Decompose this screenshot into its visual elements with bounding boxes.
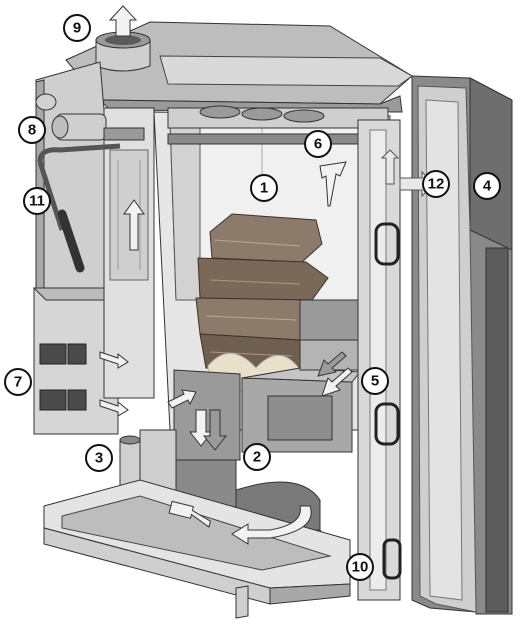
gas-flow-arrows: [99, 149, 435, 545]
exhaust-arrow: [108, 5, 138, 37]
callout-4: 4: [473, 172, 501, 200]
svg-text:3: 3: [95, 450, 103, 467]
svg-text:11: 11: [29, 193, 45, 210]
boiler-base: [43, 479, 351, 619]
front-door: [411, 75, 513, 615]
callout-3: 3: [85, 444, 113, 472]
svg-text:1: 1: [260, 180, 268, 197]
callout-11: 11: [23, 187, 51, 215]
flow-arrow-bottom: [168, 500, 211, 528]
flow-arrow-door: [380, 149, 400, 185]
flue-gas-arrow-up: [123, 199, 145, 251]
callout-7: 7: [4, 368, 32, 396]
svg-text:6: 6: [314, 136, 322, 153]
svg-text:12: 12: [428, 176, 445, 193]
svg-text:2: 2: [253, 449, 261, 466]
air-arrow-lower: [99, 399, 129, 417]
boiler-right-frame: [357, 119, 402, 601]
svg-text:8: 8: [28, 122, 36, 139]
svg-text:5: 5: [371, 373, 379, 390]
cleaning-lever: [37, 143, 121, 273]
flow-arrow-curved: [231, 505, 312, 545]
flow-arrow-down-b: [202, 409, 228, 451]
callout-10: 10: [346, 553, 374, 581]
flue-outlet: [95, 5, 151, 72]
callout-6: 6: [304, 130, 332, 158]
svg-text:9: 9: [73, 20, 81, 37]
svg-text:10: 10: [352, 559, 369, 576]
heating-pipes: [167, 105, 389, 145]
callout-12: 12: [422, 170, 450, 198]
callout-2: 2: [243, 443, 271, 471]
flow-arrow-diag-b: [321, 367, 353, 397]
flow-arrow-top-down: [319, 161, 347, 207]
flow-arrow-left-diag: [167, 389, 197, 409]
flow-arrow-diag-a: [317, 351, 347, 377]
heat-exchanger-channel: [103, 107, 155, 399]
callout-8: 8: [18, 116, 46, 144]
callout-1: 1: [250, 174, 278, 202]
fittings: [35, 93, 145, 141]
callout-5: 5: [361, 367, 389, 395]
svg-text:7: 7: [14, 374, 22, 391]
air-arrow-upper: [99, 351, 129, 369]
callout-9: 9: [63, 14, 91, 42]
svg-text:4: 4: [483, 178, 492, 195]
